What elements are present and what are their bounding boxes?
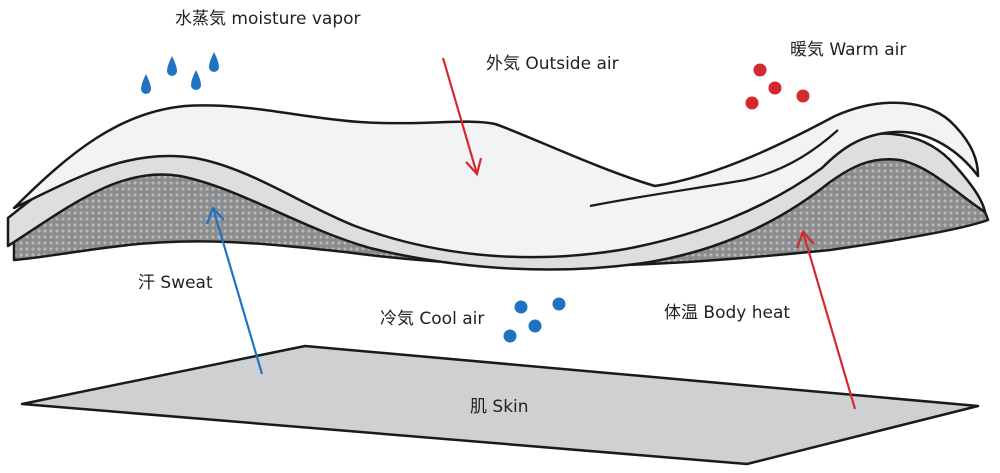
- moisture-vapor-drops: [141, 52, 219, 94]
- label-sweat: 汗 Sweat: [138, 273, 213, 293]
- label-cool-air: 冷気 Cool air: [380, 309, 484, 329]
- outer-layer-fold-line: [589, 129, 839, 208]
- blue-dot-icon: [528, 319, 542, 333]
- blue-dot-icon: [552, 297, 566, 311]
- label-outside-air: 外気 Outside air: [486, 54, 619, 74]
- label-body-heat: 体温 Body heat: [664, 303, 790, 323]
- outer-shell-layer: [12, 101, 980, 259]
- label-moisture-vapor: 水蒸気 moisture vapor: [175, 9, 361, 29]
- blue-dot-icon: [514, 300, 528, 314]
- water-drop-icon: [209, 52, 219, 72]
- water-drop-icon: [167, 56, 177, 76]
- outside-air-arrow: [441, 57, 483, 177]
- blue-dot-icon: [503, 329, 517, 343]
- label-warm-air: 暖気 Warm air: [790, 40, 906, 60]
- red-dot-icon: [796, 89, 810, 103]
- water-drop-icon: [191, 70, 201, 90]
- red-dot-icon: [768, 81, 782, 95]
- warm-air-particles: [745, 63, 810, 110]
- sweat-arrow: [205, 205, 264, 375]
- cool-air-particles: [503, 297, 566, 343]
- skin-plane: [20, 344, 980, 466]
- red-dot-icon: [745, 96, 759, 110]
- red-dot-icon: [753, 63, 767, 77]
- label-skin: 肌 Skin: [470, 397, 529, 417]
- water-drop-icon: [141, 74, 151, 94]
- body-heat-arrow: [795, 229, 857, 410]
